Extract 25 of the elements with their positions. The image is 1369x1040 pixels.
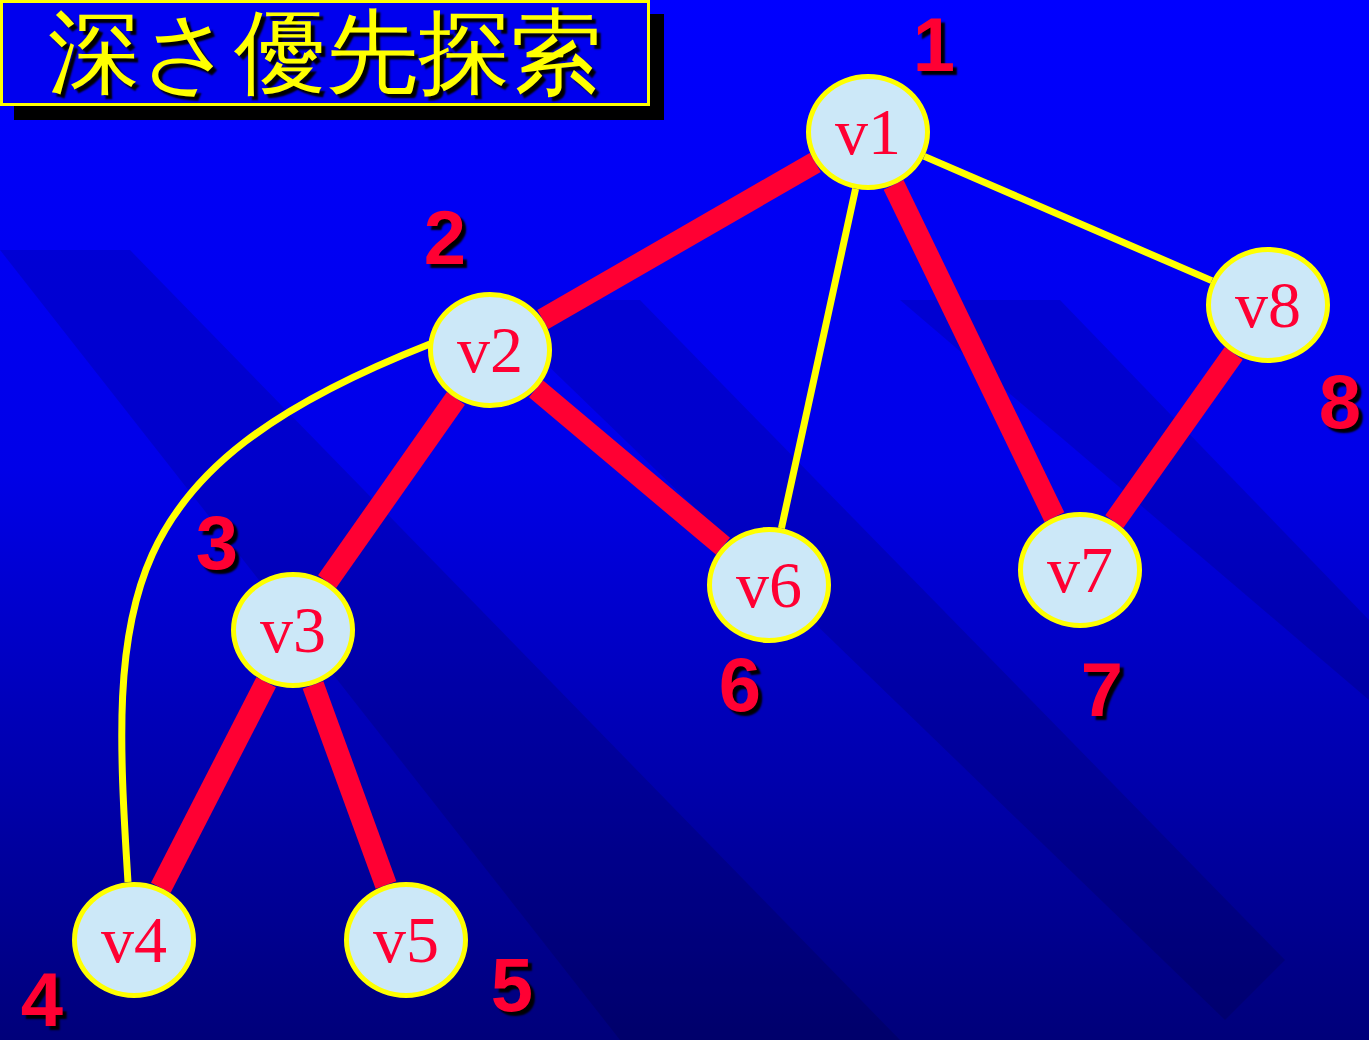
vertex-label: v4 xyxy=(101,907,167,973)
visit-order-number: 6 xyxy=(718,647,762,723)
visit-order-number: 7 xyxy=(1080,652,1124,728)
tree-edge xyxy=(528,380,731,555)
tree-edge xyxy=(318,392,465,588)
vertex-label: v3 xyxy=(260,597,326,663)
vertex-label: v1 xyxy=(835,99,901,165)
visit-order-number: 3 xyxy=(195,505,239,581)
vertex-label: v8 xyxy=(1235,272,1301,338)
tree-edge xyxy=(537,152,821,330)
vertex-label: v6 xyxy=(736,552,802,618)
tree-edge xyxy=(883,180,1065,522)
visit-order-number: 2 xyxy=(423,200,467,276)
visit-order-number: 1 xyxy=(912,7,956,83)
vertex-label: v2 xyxy=(457,317,523,383)
visit-order-number: 5 xyxy=(490,947,534,1023)
visit-order-number: 4 xyxy=(20,962,64,1038)
edge-line xyxy=(922,153,1214,284)
tree-edge xyxy=(1105,346,1243,529)
vertex-label: v7 xyxy=(1047,537,1113,603)
visit-order-number: 8 xyxy=(1318,364,1362,440)
tree-edge xyxy=(151,677,276,893)
tree-edge xyxy=(302,681,397,889)
edge-line xyxy=(778,188,859,529)
vertex-label: v5 xyxy=(373,907,439,973)
